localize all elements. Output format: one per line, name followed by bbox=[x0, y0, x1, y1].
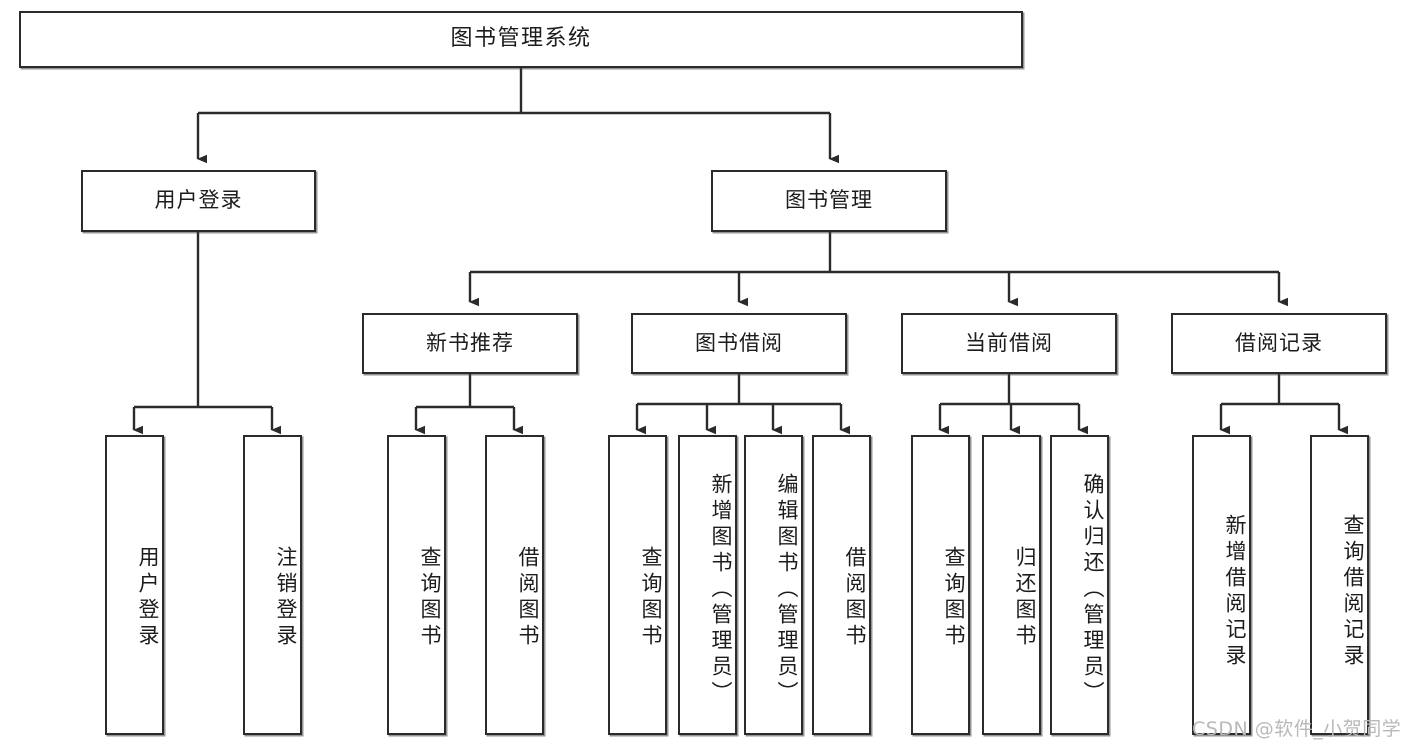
node-new-book-recommend[interactable]: 新书推荐 bbox=[362, 313, 578, 374]
node-leaf-edit-book[interactable]: 编辑图书（管理员） bbox=[744, 435, 803, 735]
node-borrow-record-label: 借阅记录 bbox=[1235, 330, 1323, 355]
node-book-manage[interactable]: 图书管理 bbox=[711, 170, 947, 232]
csdn-watermark: CSDN @软件_小贺同学 bbox=[1192, 718, 1402, 740]
node-leaf-borrow-book-rec[interactable]: 借阅图书 bbox=[485, 435, 544, 735]
node-new-book-recommend-label: 新书推荐 bbox=[426, 330, 514, 355]
node-leaf-user-login[interactable]: 用户登录 bbox=[105, 435, 164, 735]
node-book-borrow-label: 图书借阅 bbox=[695, 330, 783, 355]
node-current-borrow[interactable]: 当前借阅 bbox=[901, 313, 1117, 374]
node-book-borrow[interactable]: 图书借阅 bbox=[631, 313, 847, 374]
node-leaf-borrow-book[interactable]: 借阅图书 bbox=[812, 435, 871, 735]
node-leaf-add-book[interactable]: 新增图书（管理员） bbox=[678, 435, 737, 735]
node-borrow-record[interactable]: 借阅记录 bbox=[1171, 313, 1387, 374]
node-leaf-user-logout[interactable]: 注销登录 bbox=[243, 435, 302, 735]
node-leaf-add-record[interactable]: 新增借阅记录 bbox=[1192, 435, 1251, 735]
node-current-borrow-label: 当前借阅 bbox=[965, 330, 1053, 355]
node-leaf-return-book[interactable]: 归还图书 bbox=[982, 435, 1041, 735]
node-leaf-confirm-return[interactable]: 确认归还（管理员） bbox=[1050, 435, 1109, 735]
node-leaf-query-record[interactable]: 查询借阅记录 bbox=[1310, 435, 1369, 735]
node-leaf-query-book-current[interactable]: 查询图书 bbox=[911, 435, 970, 735]
node-user-login-label: 用户登录 bbox=[154, 188, 243, 213]
node-book-manage-label: 图书管理 bbox=[785, 188, 873, 213]
node-root-system[interactable]: 图书管理系统 bbox=[19, 11, 1023, 68]
node-user-login[interactable]: 用户登录 bbox=[81, 170, 316, 232]
node-root-label: 图书管理系统 bbox=[450, 26, 592, 52]
node-leaf-query-book-borrow[interactable]: 查询图书 bbox=[608, 435, 667, 735]
node-leaf-query-book-rec[interactable]: 查询图书 bbox=[387, 435, 446, 735]
